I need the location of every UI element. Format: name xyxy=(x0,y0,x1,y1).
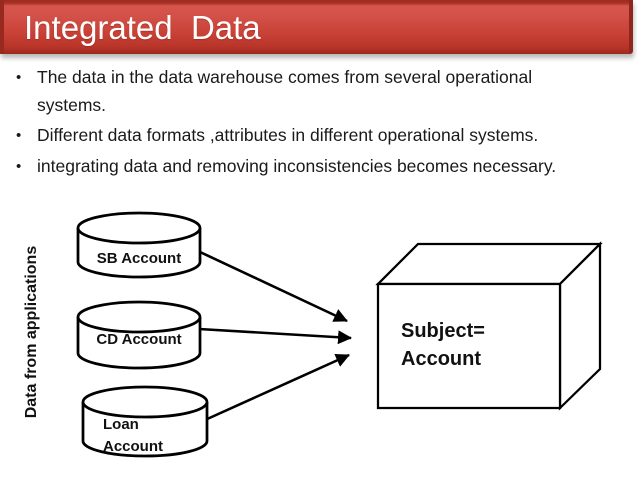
bullet-item: • integrating data and removing inconsis… xyxy=(16,153,622,181)
box-front-face xyxy=(376,282,562,410)
arrows xyxy=(198,250,352,422)
bullet-list: • The data in the data warehouse comes f… xyxy=(16,64,622,180)
bullet-marker: • xyxy=(16,127,22,144)
bullet-text: The data in the data warehouse comes fro… xyxy=(37,67,533,115)
title-banner: Integrated Data xyxy=(0,0,633,54)
bullet-marker: • xyxy=(16,69,22,86)
arrow-cd-to-box xyxy=(198,327,352,345)
sb-account-cylinder xyxy=(76,211,202,279)
bullet-text: Different data formats ,attributes in di… xyxy=(37,125,539,145)
cd-account-cylinder xyxy=(76,300,202,370)
slide-title: Integrated Data xyxy=(24,9,261,46)
box-label-line1: Subject= xyxy=(401,320,485,342)
subject-account-box xyxy=(375,241,603,411)
bullet-marker: • xyxy=(16,157,22,175)
arrow-loan-to-box xyxy=(204,353,350,422)
bullet-text: integrating data and removing inconsiste… xyxy=(37,155,557,176)
loan-account-label-line1: Loan xyxy=(103,416,139,433)
arrow-sb-to-box xyxy=(199,250,348,323)
loan-account-cylinder xyxy=(81,385,209,458)
loan-account-label-line2: Account xyxy=(103,438,163,455)
bullet-item: • Different data formats ,attributes in … xyxy=(16,122,622,150)
sb-account-label: SB Account xyxy=(97,250,181,267)
cd-account-label: CD Account xyxy=(96,331,181,348)
box-label-line2: Account xyxy=(401,348,481,370)
bullet-item: • The data in the data warehouse comes f… xyxy=(16,64,622,119)
